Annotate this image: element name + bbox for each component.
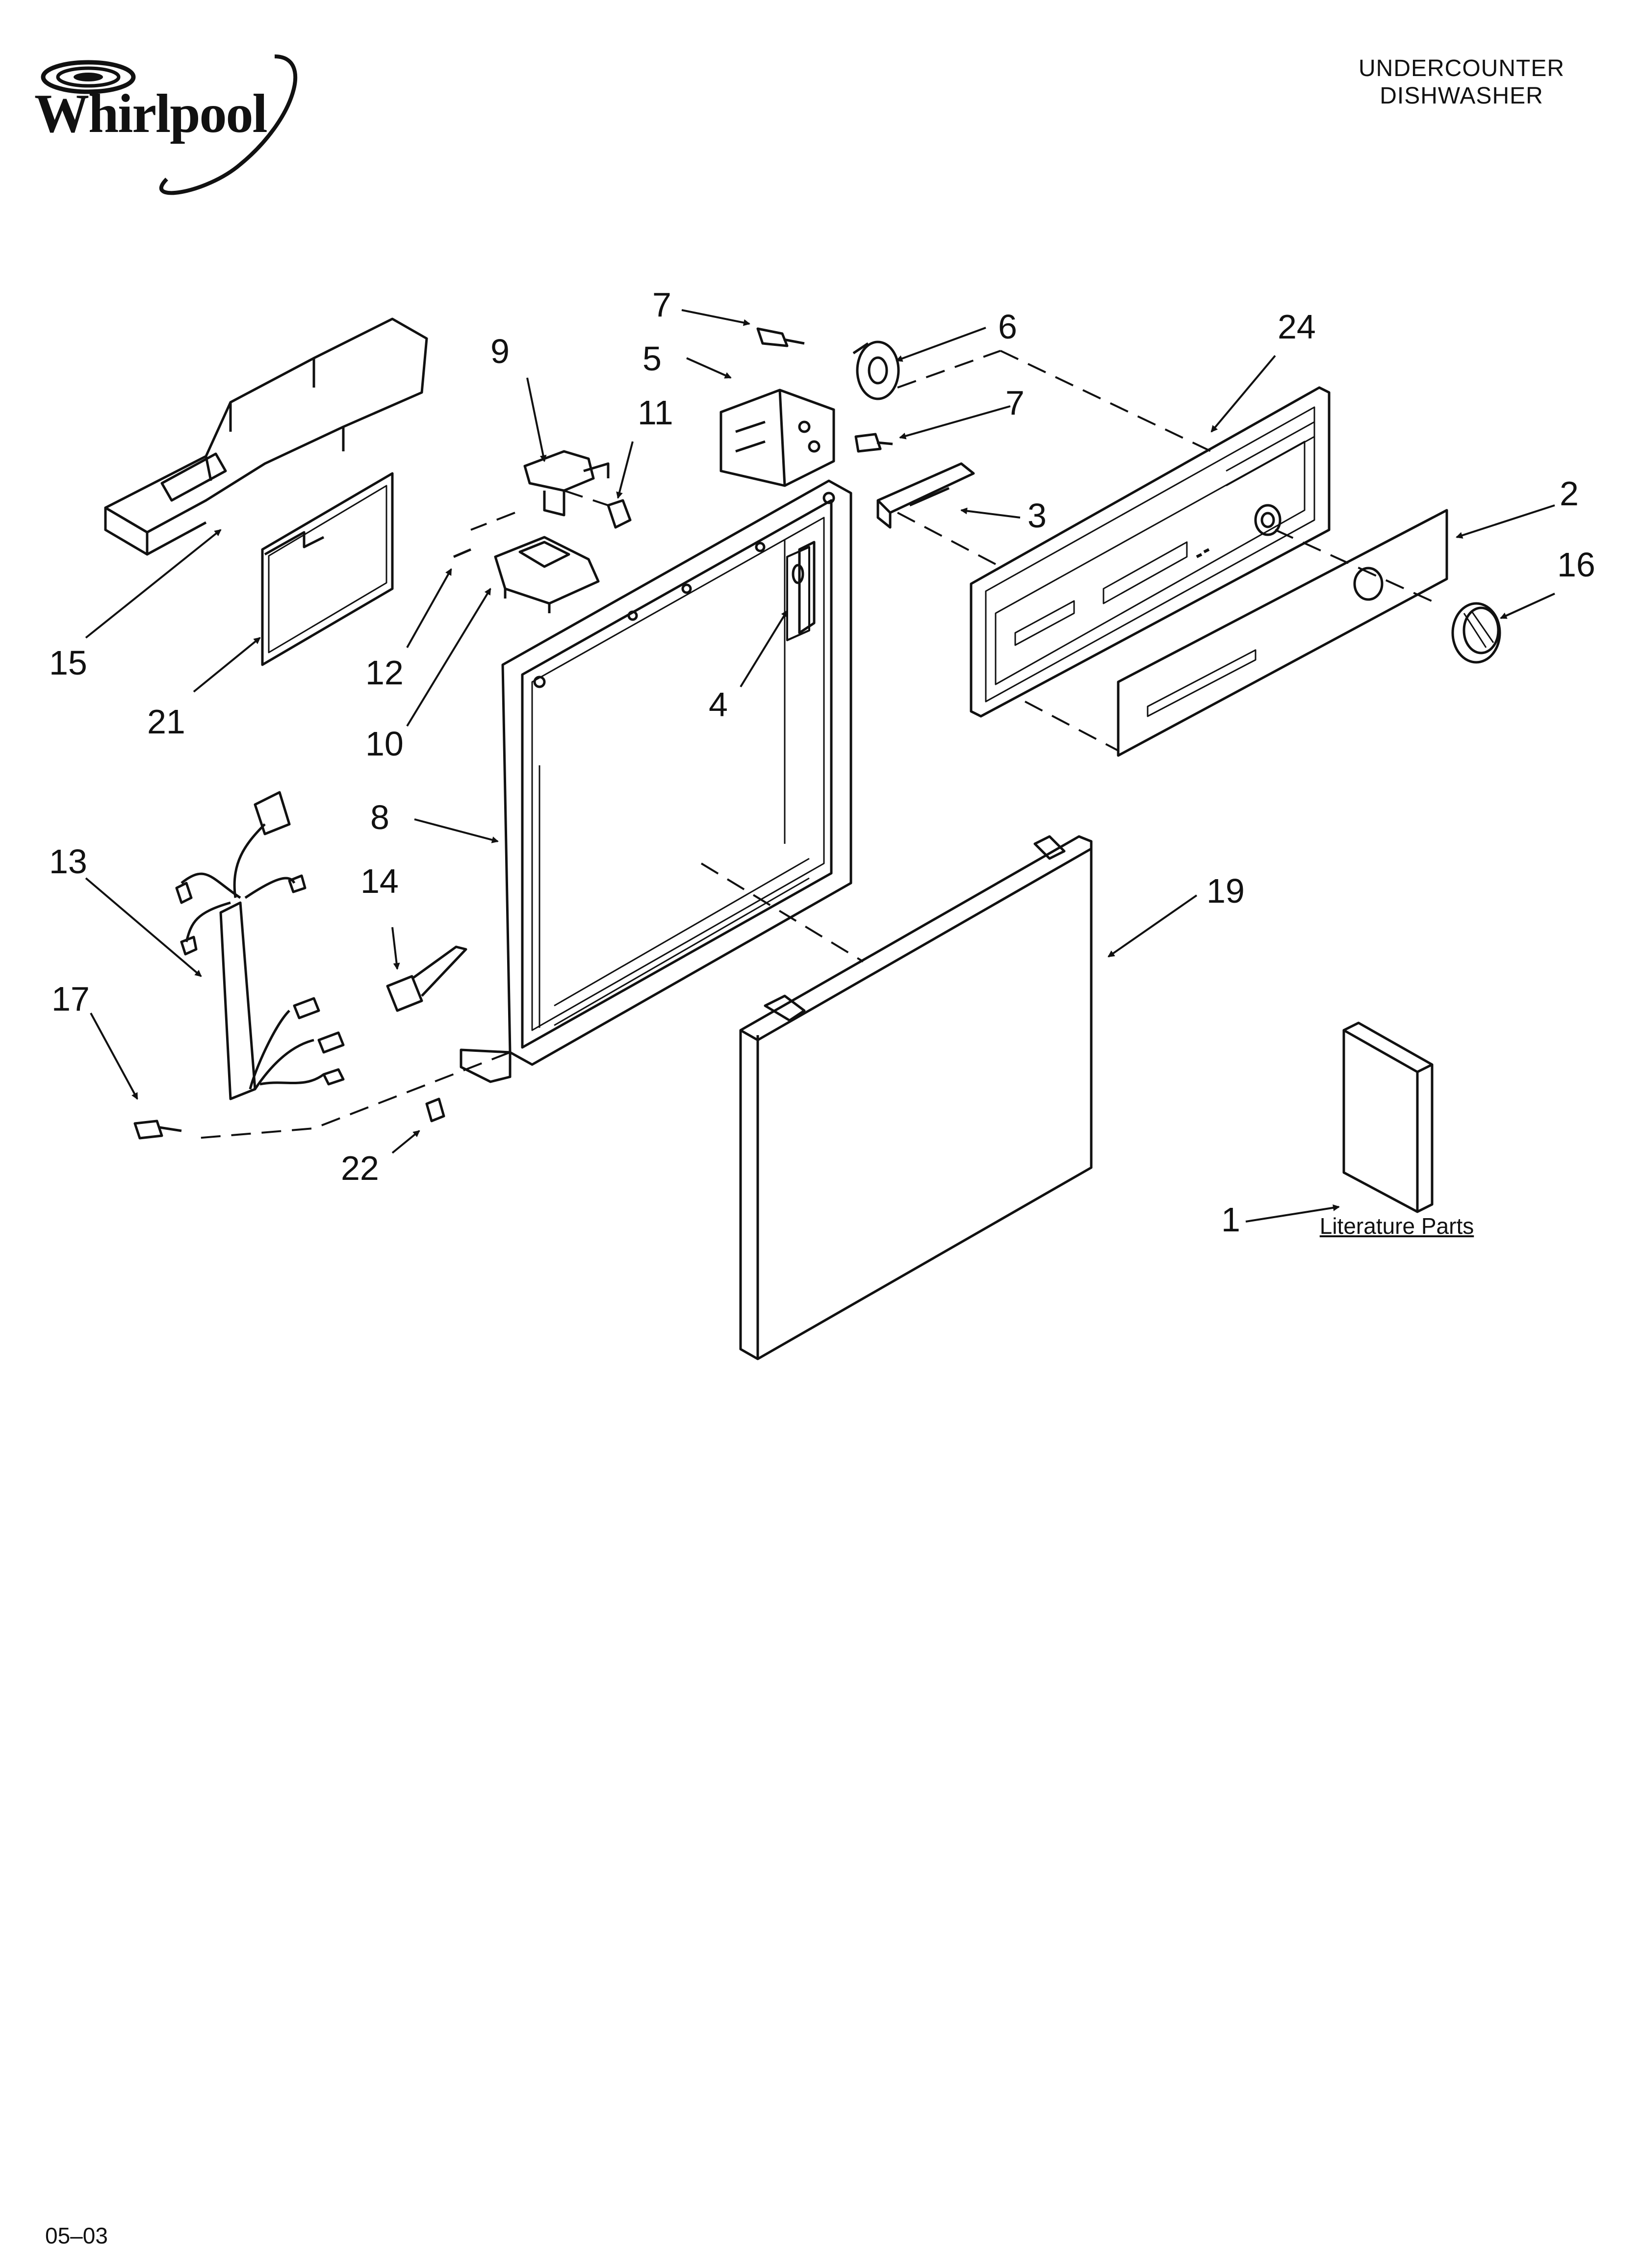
callout-3: 3 — [1027, 496, 1047, 535]
part-5-module — [719, 389, 835, 487]
callout-7a: 7 — [652, 286, 671, 324]
part-11-switch — [607, 499, 632, 529]
assembly-lines — [196, 350, 1437, 1139]
callout-8: 8 — [370, 798, 389, 836]
part-3-bar — [876, 462, 975, 529]
whirlpool-swirl-logo — [41, 54, 298, 195]
callout-24: 24 — [1278, 308, 1316, 346]
part-12-pin — [453, 548, 471, 558]
callout-22: 22 — [341, 1149, 379, 1187]
callout-10: 10 — [365, 725, 404, 763]
part-19-door-panel — [739, 835, 1093, 1360]
part-21-panel — [261, 472, 394, 666]
part-2-overlay — [1117, 509, 1448, 757]
part-7-screw-upper — [756, 327, 805, 347]
callout-12: 12 — [365, 653, 404, 692]
part-17-knob — [1451, 602, 1501, 664]
callout-21: 21 — [147, 703, 185, 741]
callout-13: 13 — [49, 842, 87, 881]
literature-parts-label: Literature Parts — [1319, 1213, 1474, 1239]
part-22-clip — [425, 1097, 445, 1122]
part-6-dial — [852, 340, 900, 400]
callout-11: 11 — [638, 393, 673, 432]
callout-19: 19 — [1206, 872, 1245, 910]
callout-5: 5 — [642, 339, 662, 378]
callout-1: 1 — [1221, 1200, 1240, 1239]
part-10-bracket — [494, 536, 600, 613]
footer-code: 05–03 — [45, 2223, 108, 2248]
callout-4: 4 — [709, 685, 728, 724]
leader-arrows — [85, 309, 1555, 1223]
callout-17: 16 — [1557, 546, 1595, 584]
part-14-connector — [386, 945, 467, 1012]
part-7-screw-lower — [854, 433, 893, 453]
title-line-1: UNDERCOUNTER — [1359, 55, 1565, 81]
title-line-2: DISHWASHER — [1380, 83, 1543, 109]
part-13-wire-harness — [175, 791, 345, 1100]
whirlpool-logo-text: Whirlpool — [34, 83, 268, 144]
part-9-latch — [523, 450, 610, 517]
callout-6: 6 — [998, 308, 1017, 346]
callout-16: 15 — [49, 644, 87, 682]
callout-9: 9 — [490, 332, 510, 370]
callout-numbers: 7 6 9 5 24 7 11 2 3 16 15 12 4 21 10 8 1… — [49, 286, 1595, 1239]
part-16-housing — [104, 317, 428, 556]
callout-15: 17 — [51, 980, 90, 1018]
part-1-literature — [1342, 1021, 1434, 1213]
part-8-door-frame — [460, 479, 852, 1083]
callout-7b: 7 — [1005, 384, 1025, 422]
page-title: UNDERCOUNTER DISHWASHER — [1324, 55, 1599, 110]
callout-2: 2 — [1560, 474, 1579, 513]
part-15-screw — [133, 1120, 182, 1140]
callout-14: 14 — [360, 862, 399, 900]
part-24-console — [970, 386, 1331, 718]
